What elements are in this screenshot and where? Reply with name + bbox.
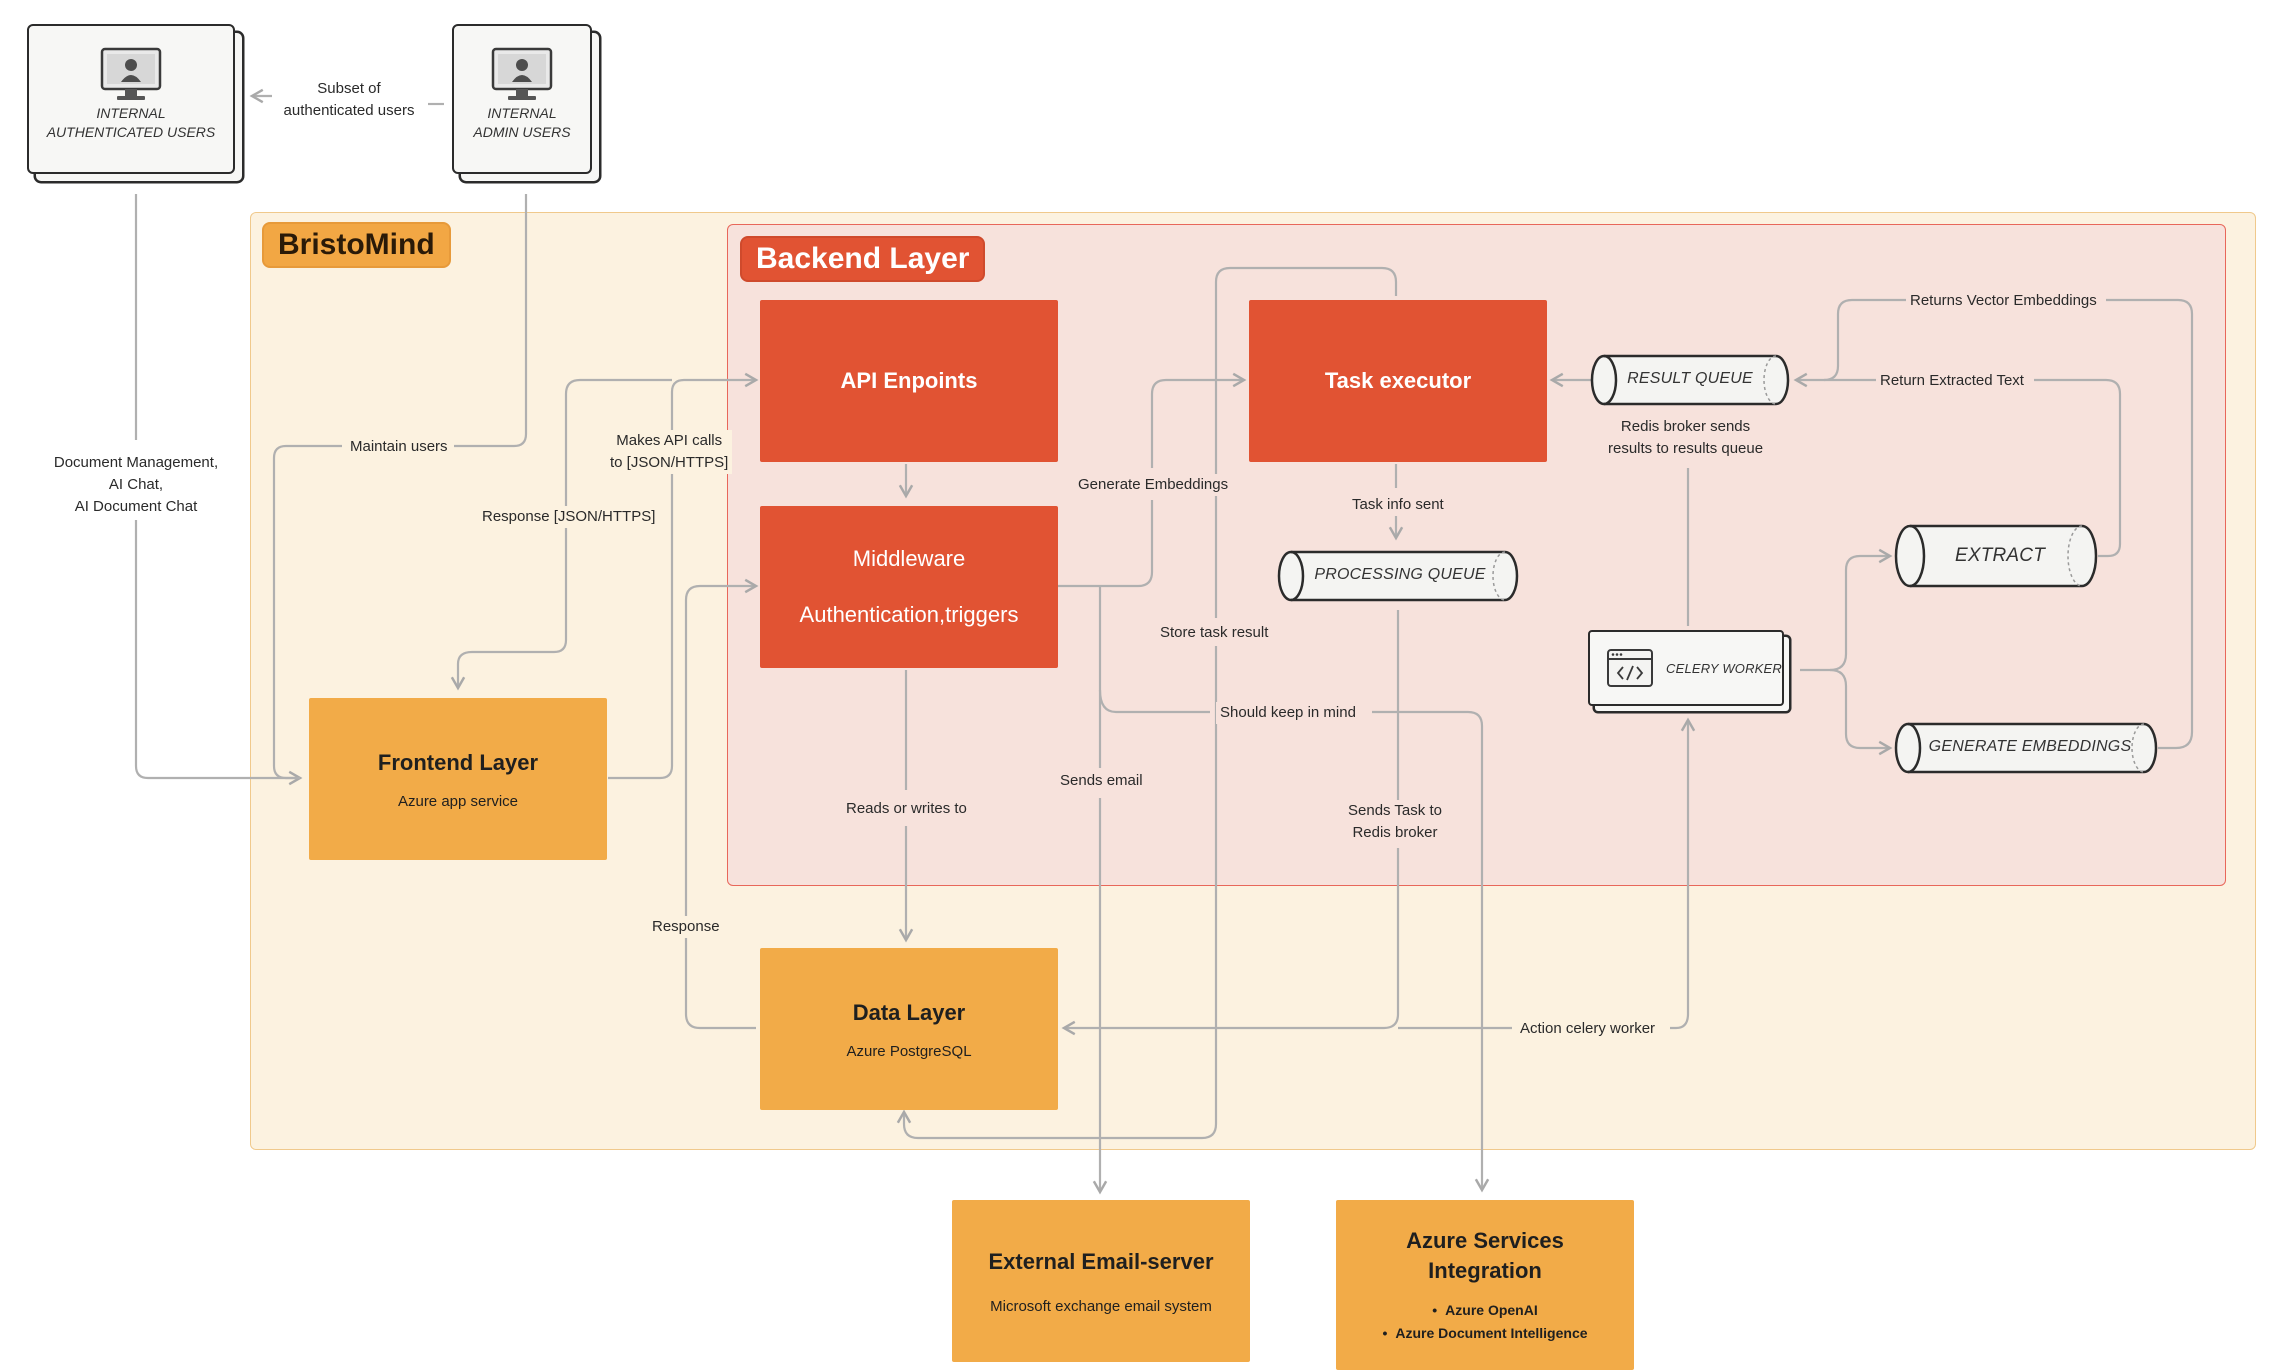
email-server-title: External Email-server <box>988 1248 1214 1274</box>
doc-mgmt-line1: Document Management, <box>53 454 219 471</box>
task-executor-box: Task executor <box>1249 300 1547 462</box>
result-queue-label: RESULT QUEUE <box>1627 370 1753 387</box>
internal-authenticated-users-card: INTERNAL AUTHENTICATED USERS <box>27 24 235 174</box>
redis-results-line1: Redis broker sends <box>1620 418 1751 435</box>
middleware-subtitle: Authentication,triggers <box>799 602 1019 627</box>
celery-worker-card: CELERY WORKER <box>1588 630 1784 706</box>
generate-embeddings-queue-label: GENERATE EMBEDDINGS <box>1928 738 2132 755</box>
bristomind-tag: BristoMind <box>262 222 451 268</box>
result-queue-shape <box>1590 354 1790 406</box>
subset-label: Subset of authenticated users <box>276 78 422 122</box>
internal-admin-users-card: INTERNAL ADMIN USERS <box>452 24 592 174</box>
task-info-sent-label: Task info sent <box>1348 494 1448 516</box>
admin-users-line1: INTERNAL <box>487 105 557 121</box>
frontend-layer-box: Frontend Layer Azure app service <box>309 698 607 860</box>
api-endpoints-box: API Enpoints <box>760 300 1058 462</box>
store-task-result-label: Store task result <box>1156 622 1273 644</box>
azure-services-title-2: Integration <box>1428 1257 1542 1283</box>
azure-services-list: Azure OpenAI Azure Document Intelligence <box>1382 1299 1587 1344</box>
celery-worker-label: CELERY WORKER <box>1666 660 1783 676</box>
action-celery-worker-label: Action celery worker <box>1516 1018 1660 1040</box>
middleware-title: Middleware <box>852 546 966 571</box>
azure-service-item: Azure OpenAI <box>1382 1299 1587 1321</box>
email-server-subtitle: Microsoft exchange email system <box>990 1298 1212 1316</box>
returns-vector-embeddings-label: Returns Vector Embeddings <box>1906 290 2101 312</box>
frontend-layer-title: Frontend Layer <box>377 749 539 775</box>
return-extracted-text-label: Return Extracted Text <box>1876 370 2028 392</box>
doc-mgmt-line2: AI Chat, <box>108 475 164 493</box>
azure-services-title-1: Azure Services <box>1406 1227 1564 1253</box>
api-endpoints-title: API Enpoints <box>840 368 978 394</box>
extract-queue-label: EXTRACT <box>1954 545 2046 566</box>
admin-users-line2: ADMIN USERS <box>473 123 571 140</box>
azure-service-item: Azure Document Intelligence <box>1382 1322 1587 1344</box>
api-calls-line1: Makes API calls <box>616 432 723 449</box>
data-layer-title: Data Layer <box>852 999 966 1025</box>
authenticated-users-line2: AUTHENTICATED USERS <box>46 123 216 140</box>
task-executor-title: Task executor <box>1324 368 1472 394</box>
processing-queue-label: PROCESSING QUEUE <box>1314 566 1486 583</box>
redis-results-line2: results to results queue <box>1608 439 1764 457</box>
should-keep-in-mind-label: Should keep in mind <box>1216 702 1360 724</box>
monitor-user-icon <box>100 47 162 100</box>
makes-api-calls-label: Makes API calls to [JSON/HTTPS] <box>606 430 733 474</box>
extract-queue-shape <box>1894 524 2098 588</box>
data-layer-subtitle: Azure PostgreSQL <box>846 1043 972 1061</box>
sends-email-label: Sends email <box>1056 770 1147 792</box>
document-management-label: Document Management, AI Chat, AI Documen… <box>46 452 226 518</box>
subset-label-line2: authenticated users <box>283 101 415 119</box>
redis-broker-sends-label: Redis broker sends results to results qu… <box>1604 416 1768 460</box>
azure-services-box: Azure Services Integration Azure OpenAI … <box>1336 1200 1634 1370</box>
processing-queue-shape <box>1277 550 1519 602</box>
backend-layer-tag: Backend Layer <box>740 236 986 282</box>
code-window-icon <box>1607 649 1653 687</box>
authenticated-users-line1: INTERNAL <box>96 105 166 121</box>
monitor-user-icon <box>491 47 553 100</box>
api-calls-line2: to [JSON/HTTPS] <box>610 453 729 471</box>
frontend-layer-subtitle: Azure app service <box>397 793 519 811</box>
maintain-users-label: Maintain users <box>346 436 452 458</box>
response-label: Response <box>648 916 724 938</box>
response-json-label: Response [JSON/HTTPS] <box>478 506 660 528</box>
generate-embeddings-label: Generate Embeddings <box>1074 474 1233 496</box>
external-email-server-box: External Email-server Microsoft exchange… <box>952 1200 1250 1362</box>
sends-task-line1: Sends Task to <box>1348 802 1442 819</box>
generate-embeddings-queue-shape <box>1894 722 2158 774</box>
reads-or-writes-label: Reads or writes to <box>842 798 971 820</box>
subset-label-line1: Subset of <box>317 80 381 97</box>
data-layer-box: Data Layer Azure PostgreSQL <box>760 948 1058 1110</box>
sends-task-label: Sends Task to Redis broker <box>1344 800 1446 844</box>
doc-mgmt-line3: AI Document Chat <box>74 497 198 515</box>
middleware-box: Middleware Authentication,triggers <box>760 506 1058 668</box>
sends-task-line2: Redis broker <box>1352 823 1438 841</box>
